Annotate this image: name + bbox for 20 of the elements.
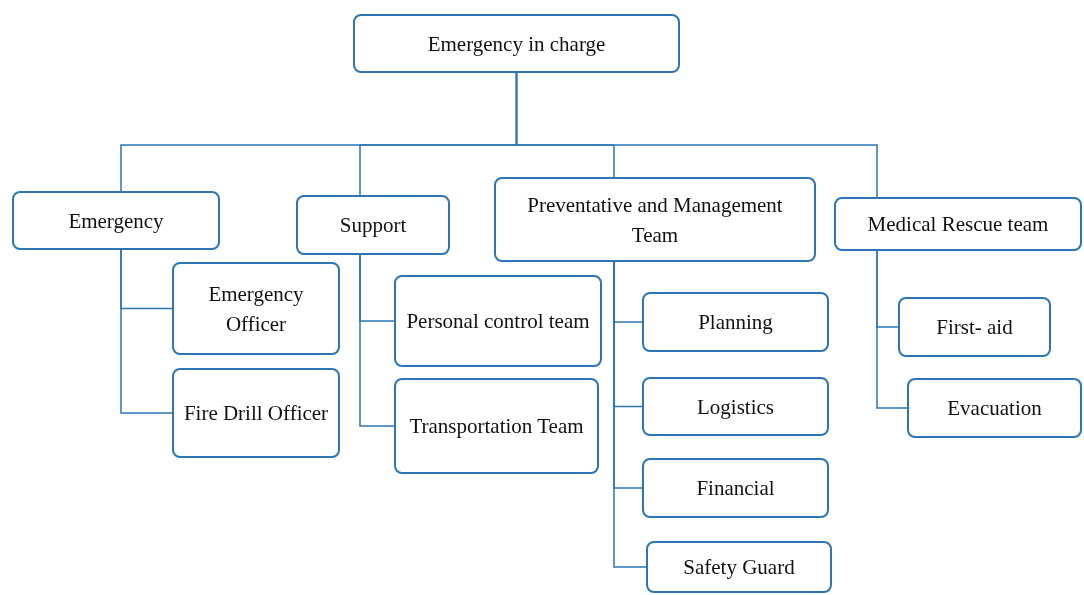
connector-line: [359, 254, 395, 427]
org-box: Evacuation: [907, 378, 1082, 438]
org-box: Emergency in charge: [353, 14, 680, 73]
connector-line: [613, 261, 647, 568]
org-box: Support: [296, 195, 450, 255]
org-box: Financial: [642, 458, 829, 518]
connector-line: [876, 250, 908, 409]
org-box: Safety Guard: [646, 541, 832, 593]
org-box: Logistics: [642, 377, 829, 436]
org-box: Personal control team: [394, 275, 602, 367]
org-box: Emergency: [12, 191, 220, 250]
connector-line: [120, 249, 173, 414]
org-box: Transportation Team: [394, 378, 599, 474]
org-box: First- aid: [898, 297, 1051, 357]
org-box: Planning: [642, 292, 829, 352]
connector-line: [515, 72, 878, 198]
org-box: Emergency Officer: [172, 262, 340, 355]
org-box: Fire Drill Officer: [172, 368, 340, 458]
org-box: Preventative and Management Team: [494, 177, 816, 262]
org-box: Medical Rescue team: [834, 197, 1082, 251]
